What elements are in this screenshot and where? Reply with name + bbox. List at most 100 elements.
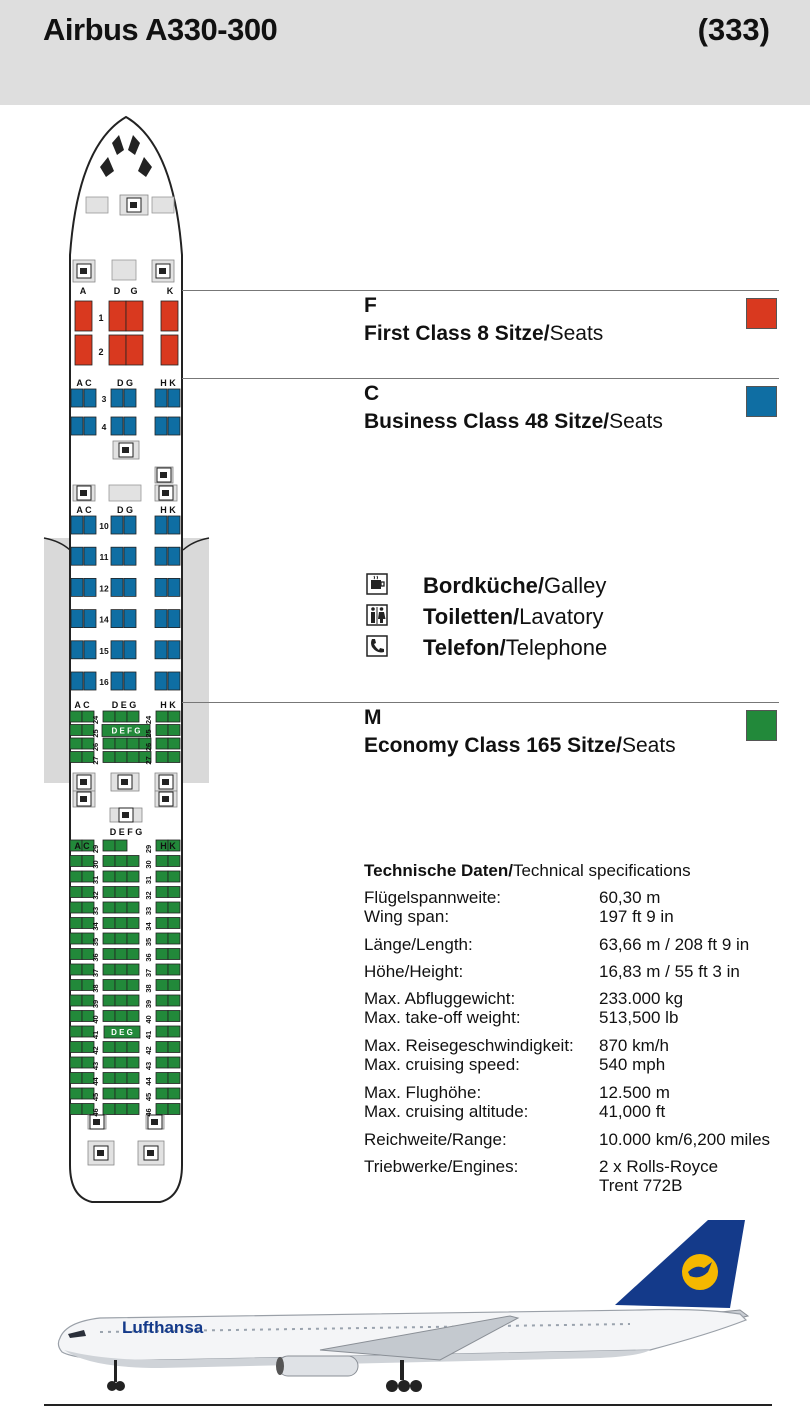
row-number: 16 bbox=[99, 677, 109, 687]
economy-seat bbox=[69, 1010, 83, 1022]
economy-seat bbox=[126, 737, 140, 750]
economy-seat bbox=[155, 979, 169, 991]
economy-seat bbox=[102, 751, 116, 763]
facility-block bbox=[111, 259, 137, 281]
economy-seat bbox=[69, 855, 83, 867]
economy-seat bbox=[126, 870, 140, 883]
row-number: 30 bbox=[91, 860, 100, 868]
economy-seat bbox=[126, 886, 140, 898]
header-bar: Airbus A330-300 (333) bbox=[0, 0, 810, 105]
business-seat bbox=[70, 671, 84, 691]
business-seat bbox=[70, 515, 84, 535]
row-number: 24 bbox=[91, 715, 100, 724]
row-number: 33 bbox=[144, 907, 153, 915]
economy-seat bbox=[81, 994, 95, 1007]
economy-seat bbox=[167, 979, 181, 991]
economy-seat bbox=[114, 870, 128, 883]
business-seat bbox=[154, 388, 168, 408]
spec-value: 41,000 ft bbox=[599, 1102, 666, 1121]
lavatory-icon bbox=[158, 774, 174, 790]
business-seat bbox=[110, 609, 124, 629]
business-seat bbox=[167, 388, 181, 408]
economy-seat bbox=[167, 917, 181, 929]
economy-seat bbox=[167, 1056, 181, 1069]
business-seat bbox=[83, 640, 97, 660]
business-seat bbox=[70, 640, 84, 660]
economy-seat bbox=[114, 710, 128, 723]
economy-seat bbox=[102, 932, 116, 945]
economy-seat bbox=[155, 751, 169, 763]
row-number: 44 bbox=[91, 1077, 100, 1086]
economy-seat bbox=[138, 737, 152, 750]
business-seat bbox=[154, 416, 168, 436]
class-letter-business: C bbox=[364, 382, 380, 405]
economy-seat bbox=[126, 994, 140, 1007]
spec-value: 10.000 km/6,200 miles bbox=[599, 1130, 771, 1149]
galley-icon bbox=[126, 197, 142, 213]
airline-brand: Lufthansa bbox=[122, 1318, 204, 1337]
economy-seat bbox=[126, 948, 140, 960]
aircraft-title: Airbus A330-300 bbox=[43, 12, 278, 47]
spec-value: 233.000 kg bbox=[599, 989, 684, 1008]
economy-seat bbox=[81, 979, 95, 991]
economy-seat bbox=[126, 855, 140, 867]
economy-seat bbox=[102, 1072, 116, 1084]
business-seat bbox=[110, 640, 124, 660]
economy-seat bbox=[167, 886, 181, 898]
seat-letter: H K bbox=[160, 505, 176, 515]
economy-seat bbox=[69, 751, 83, 763]
seat-letter: H K bbox=[160, 841, 176, 851]
business-seat bbox=[110, 577, 124, 597]
business-seat bbox=[70, 546, 84, 566]
row-number: 1 bbox=[98, 313, 103, 323]
economy-seat bbox=[114, 948, 128, 960]
business-seat bbox=[70, 577, 84, 597]
business-seat bbox=[167, 640, 181, 660]
economy-seat bbox=[81, 1010, 95, 1022]
spec-value: 870 km/h bbox=[599, 1036, 669, 1055]
economy-seat bbox=[69, 724, 83, 736]
first-seat bbox=[108, 300, 127, 332]
spec-value: 16,83 m / 55 ft 3 in bbox=[599, 962, 740, 981]
economy-seat bbox=[167, 901, 181, 914]
row-number: 43 bbox=[91, 1062, 100, 1070]
economy-seat bbox=[126, 1056, 140, 1069]
business-seat bbox=[110, 416, 124, 436]
specs-title: Technische Daten/Technical specification… bbox=[364, 861, 691, 880]
block-label: D E F G bbox=[112, 727, 141, 736]
row-number: 27 bbox=[144, 756, 153, 764]
class-name-first: First Class 8 Sitze/Seats bbox=[364, 322, 604, 345]
economy-seat bbox=[81, 886, 95, 898]
economy-seat bbox=[167, 948, 181, 960]
economy-seat bbox=[167, 751, 181, 763]
seat-letter: D G bbox=[117, 505, 133, 515]
business-seat bbox=[167, 515, 181, 535]
seat-letter: D E F G bbox=[110, 827, 143, 837]
business-seat bbox=[83, 609, 97, 629]
cockpit-windows-icon bbox=[100, 135, 152, 177]
economy-seat bbox=[114, 932, 128, 945]
lavatory-icon bbox=[158, 485, 174, 501]
economy-seat bbox=[155, 1025, 169, 1038]
first-seat bbox=[108, 334, 127, 366]
economy-seat bbox=[102, 1103, 116, 1115]
spec-label: Max. cruising altitude: bbox=[364, 1102, 529, 1121]
economy-seat bbox=[167, 870, 181, 883]
row-number: 37 bbox=[144, 969, 153, 977]
row-number: 37 bbox=[91, 969, 100, 977]
economy-seat bbox=[167, 724, 181, 736]
spec-value: 60,30 m bbox=[599, 888, 661, 907]
row-number: 38 bbox=[91, 984, 100, 992]
economy-seat bbox=[167, 1087, 181, 1100]
economy-seat bbox=[155, 724, 169, 736]
landing-gear bbox=[107, 1360, 422, 1392]
business-seat bbox=[83, 546, 97, 566]
galley-icon bbox=[93, 1145, 109, 1161]
row-number: 42 bbox=[144, 1046, 153, 1054]
seat-letter: A C bbox=[76, 505, 92, 515]
economy-seat bbox=[155, 963, 169, 976]
economy-seat bbox=[155, 710, 169, 723]
separator-first bbox=[182, 290, 779, 291]
economy-seat bbox=[102, 886, 116, 898]
